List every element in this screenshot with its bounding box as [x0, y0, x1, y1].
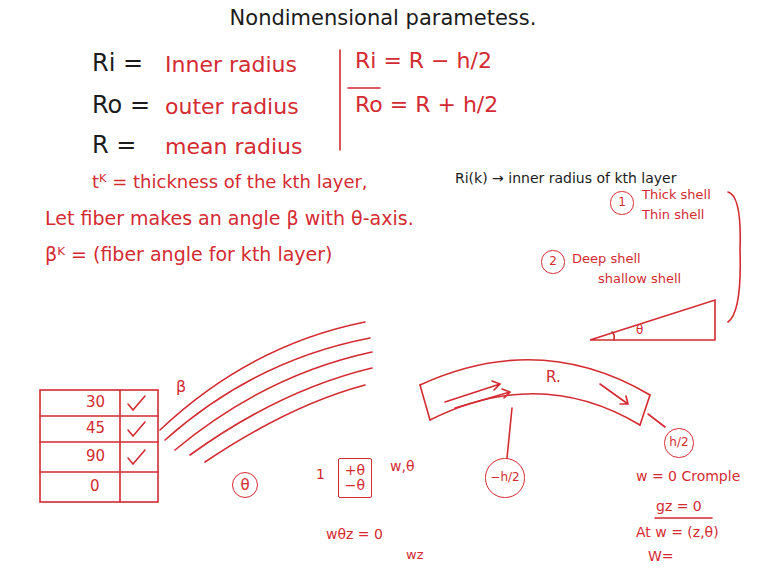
shell-inner-arc	[430, 394, 640, 425]
shell-edge	[640, 395, 650, 425]
underline	[655, 517, 712, 519]
table-cell: 0	[90, 478, 100, 495]
circled-symbol: θ	[232, 472, 259, 499]
circled-symbol: 1	[610, 191, 633, 214]
note-text: gz = 0	[656, 498, 702, 514]
leader-line	[507, 408, 512, 458]
angle-label: θ	[636, 324, 643, 338]
angle-arc	[612, 332, 614, 340]
fiber-arrow	[445, 381, 500, 402]
symbol-text: Ri =	[92, 50, 143, 78]
fiber-line	[160, 322, 365, 430]
node-text: 2	[549, 255, 557, 268]
table-line	[40, 415, 158, 417]
check-mark	[128, 396, 145, 410]
symbol-text: R =	[92, 132, 136, 160]
table-line	[40, 471, 158, 473]
table-line	[40, 441, 158, 443]
divider-line	[339, 50, 341, 150]
underline	[348, 87, 380, 89]
note-text: w = 0 Cromple	[636, 468, 740, 484]
node-text: 1	[618, 196, 626, 209]
circled-symbol: 2	[541, 250, 564, 273]
note-text: Let fiber makes an angle β with θ-axis.	[45, 208, 414, 230]
node-text: −h/2	[490, 471, 519, 484]
angle-label: β	[176, 378, 186, 396]
note-text: Thick shell	[642, 188, 711, 203]
check-mark	[128, 422, 145, 436]
fiber-line	[175, 352, 372, 450]
note-text: shallow shell	[598, 272, 681, 287]
formula-text: Ri = R − h/2	[355, 48, 492, 73]
note-text: wθz = 0	[326, 526, 383, 542]
table-cell: 30	[86, 394, 105, 411]
sign-box: +θ −θ	[338, 458, 372, 499]
node-text: h/2	[669, 436, 688, 449]
shell-edge	[420, 385, 430, 420]
note-text: w,θ	[390, 458, 414, 474]
definition-text: Ri(k) → inner radius of kth layer	[455, 170, 676, 186]
definition-text: outer radius	[165, 94, 299, 119]
definition-text: Inner radius	[165, 52, 297, 77]
formula-text: Ro = R + h/2	[355, 92, 498, 117]
definition-text: mean radius	[165, 134, 302, 159]
node-text: +θ −θ	[345, 463, 365, 494]
note-text: W=	[648, 548, 674, 564]
note-text: βᴷ = (fiber angle for kth layer)	[45, 244, 333, 266]
angle-table	[40, 390, 158, 502]
table-cell: 90	[86, 448, 105, 465]
thickness-arrow	[600, 384, 628, 404]
table-cell: 45	[86, 420, 105, 437]
check-mark	[128, 450, 145, 464]
leader-line	[648, 414, 665, 427]
circled-symbol: −h/2	[485, 458, 524, 497]
note-text: At w = (z,θ)	[636, 524, 719, 540]
node-text: θ	[240, 477, 249, 494]
note-text: Deep shell	[572, 252, 641, 267]
fiber-arrow	[455, 389, 510, 408]
fiber-line	[205, 385, 365, 462]
circled-symbol: h/2	[664, 428, 693, 457]
symbol-text: Ro =	[92, 92, 150, 120]
note-text: Thin shell	[642, 208, 704, 223]
shell-triangle	[590, 300, 715, 340]
note-text: wz	[406, 548, 423, 563]
table-line	[119, 390, 121, 502]
bracket	[728, 192, 740, 322]
shell-outer-arc	[420, 360, 650, 395]
radius-label: R.	[546, 369, 561, 386]
definition-text: tᴷ = thickness of the kth layer,	[92, 172, 368, 193]
callout-number: 1	[316, 466, 325, 482]
fiber-line	[190, 368, 372, 455]
page-title: Nondimensional parametess.	[230, 6, 537, 30]
